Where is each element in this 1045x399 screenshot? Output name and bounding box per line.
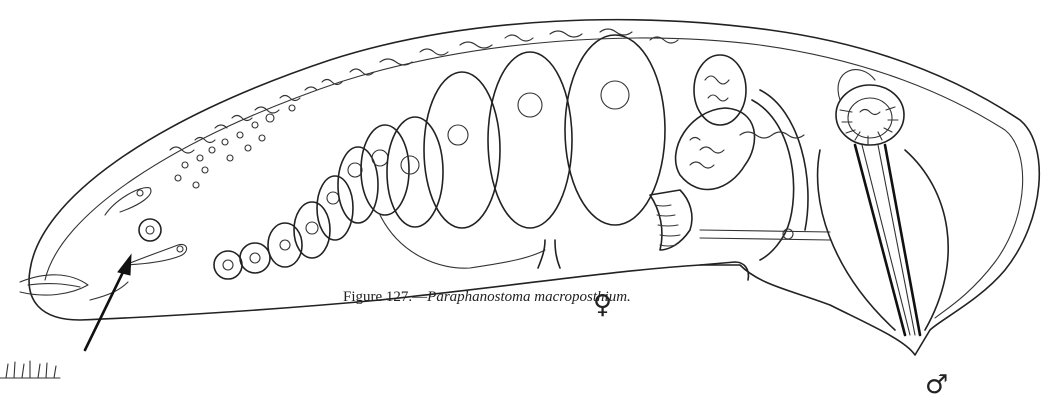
ducts bbox=[700, 132, 830, 240]
oocyte bbox=[387, 117, 443, 227]
male-symbol: ♂ bbox=[925, 370, 948, 399]
female-symbol: ♀ bbox=[593, 290, 612, 320]
oocyte bbox=[565, 35, 665, 225]
oocyte bbox=[240, 243, 270, 273]
head-organs bbox=[105, 188, 187, 265]
caption-prefix: Figure 127.— bbox=[343, 289, 428, 305]
male-organ bbox=[818, 70, 949, 335]
mouth-arrow bbox=[85, 255, 131, 350]
oocyte bbox=[294, 202, 330, 258]
oocyte bbox=[488, 52, 572, 228]
cilia-fragment bbox=[0, 361, 60, 378]
oocyte bbox=[361, 125, 409, 215]
seminal-bursa bbox=[650, 55, 808, 260]
ventral-openings bbox=[538, 240, 748, 280]
figure-caption: Figure 127.—Paraphanostoma macroposthium… bbox=[343, 289, 631, 305]
oocyte bbox=[214, 251, 242, 279]
oocyte-series bbox=[214, 35, 665, 279]
